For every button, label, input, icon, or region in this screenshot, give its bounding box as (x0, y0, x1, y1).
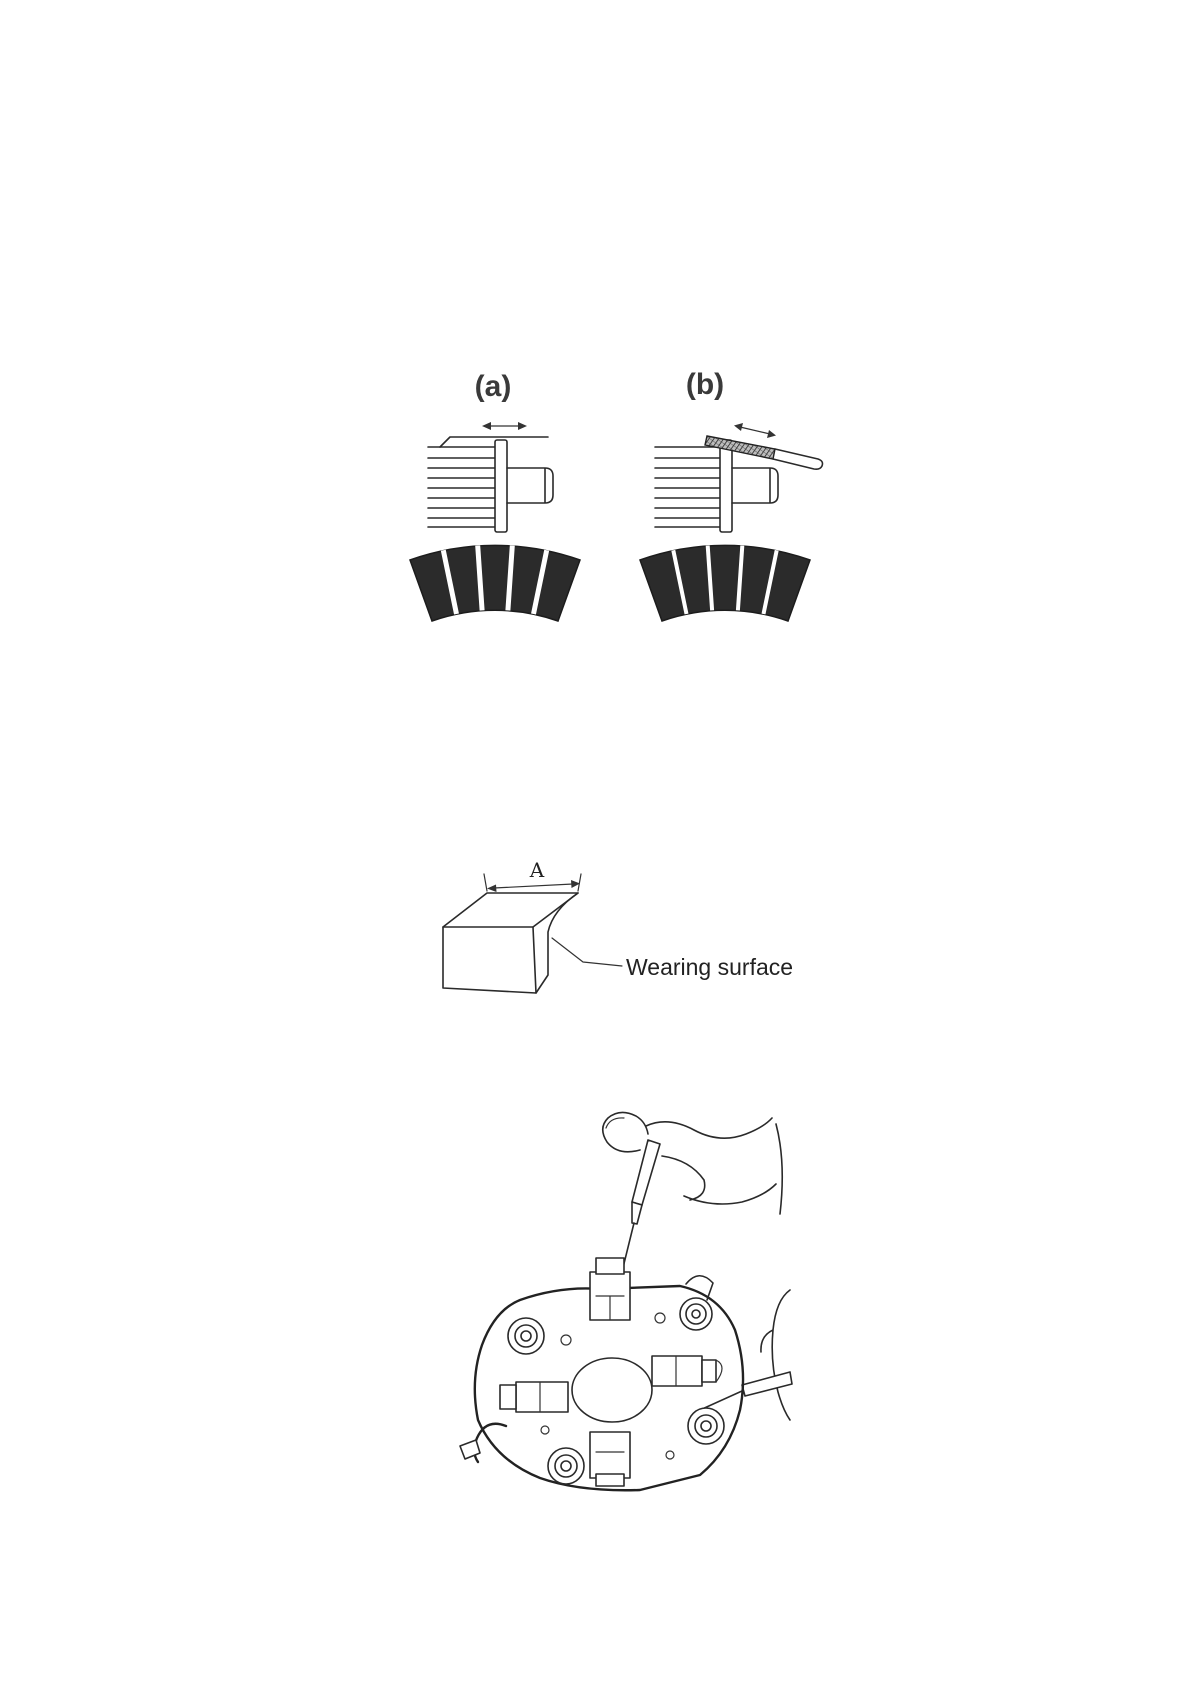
spring-outer (508, 1318, 544, 1354)
spring-outer (548, 1448, 584, 1484)
shaft-b (732, 468, 778, 503)
brush-holder-bottom (590, 1432, 630, 1486)
thumbnail (606, 1118, 624, 1128)
dimension-a: A (484, 858, 581, 892)
arrow-head-left-b (734, 423, 743, 431)
probe-needle-right (700, 1391, 742, 1410)
spring-outer (680, 1298, 712, 1330)
wearing-surface-leader (552, 938, 622, 966)
lead-wire (460, 1424, 506, 1462)
brush-top (596, 1258, 624, 1274)
brush-bottom (596, 1474, 624, 1486)
label-b: (b) (686, 368, 724, 401)
figure-commutator-undercut: (a) (b) (410, 368, 823, 621)
arrow-shaft-b (740, 427, 770, 434)
brush-right (702, 1360, 716, 1382)
holder-box-bottom (590, 1432, 630, 1478)
lead-wire-connector (460, 1440, 480, 1459)
arrow-head-right-a (518, 422, 527, 430)
file-blade (705, 436, 775, 459)
commutator-segments-a (428, 447, 495, 527)
dimension-label: A (529, 858, 545, 882)
label-a: (a) (475, 370, 512, 403)
mica-level-line-a (440, 437, 548, 447)
double-arrow-b (734, 423, 776, 438)
commutator-riser-a (495, 440, 507, 532)
brush-front-face (443, 927, 536, 993)
probe-body-upper (632, 1140, 660, 1205)
thumb (603, 1112, 648, 1151)
spring-bottom-left (548, 1448, 584, 1484)
brush-holder-top (590, 1258, 630, 1320)
hand-lower-right (761, 1290, 790, 1420)
probe-tip-cone-upper (632, 1202, 642, 1224)
dimension-arrow-head-left (487, 885, 497, 893)
brush-top-face (443, 893, 578, 927)
commutator-side-view-a (428, 422, 553, 532)
file-handle (773, 449, 823, 469)
commutator-riser-b (720, 440, 732, 532)
spring-outer (688, 1408, 724, 1444)
brush-left (500, 1385, 516, 1409)
figure-brush-holder-test (460, 1112, 792, 1490)
spring-top-right (680, 1298, 712, 1330)
commutator-bars-a (410, 545, 580, 621)
commutator-side-view-b (655, 423, 823, 532)
center-opening (572, 1358, 652, 1422)
brush-holder-right (652, 1356, 722, 1386)
figure-brush-block: A Wearing surface (443, 858, 793, 993)
commutator-bars-b (640, 545, 810, 621)
arrow-head-right-b (767, 430, 776, 438)
wearing-surface-label: Wearing surface (626, 954, 793, 980)
commutator-end-view-b (640, 545, 810, 621)
spring-top-left (508, 1318, 544, 1354)
holder-box-left (516, 1382, 568, 1412)
shaft-a (507, 468, 553, 503)
arrow-head-left-a (482, 422, 491, 430)
hand-upper (603, 1112, 783, 1214)
probe-body-right (742, 1372, 792, 1396)
dimension-arrow-line (494, 884, 573, 888)
commutator-segments-b (655, 447, 720, 527)
spring-bottom-right (688, 1408, 724, 1444)
fingers-upper (646, 1118, 782, 1214)
commutator-end-view-a (410, 545, 580, 621)
holder-box-right (652, 1356, 702, 1386)
double-arrow-a (482, 422, 527, 430)
brush-holder-left (500, 1382, 568, 1412)
